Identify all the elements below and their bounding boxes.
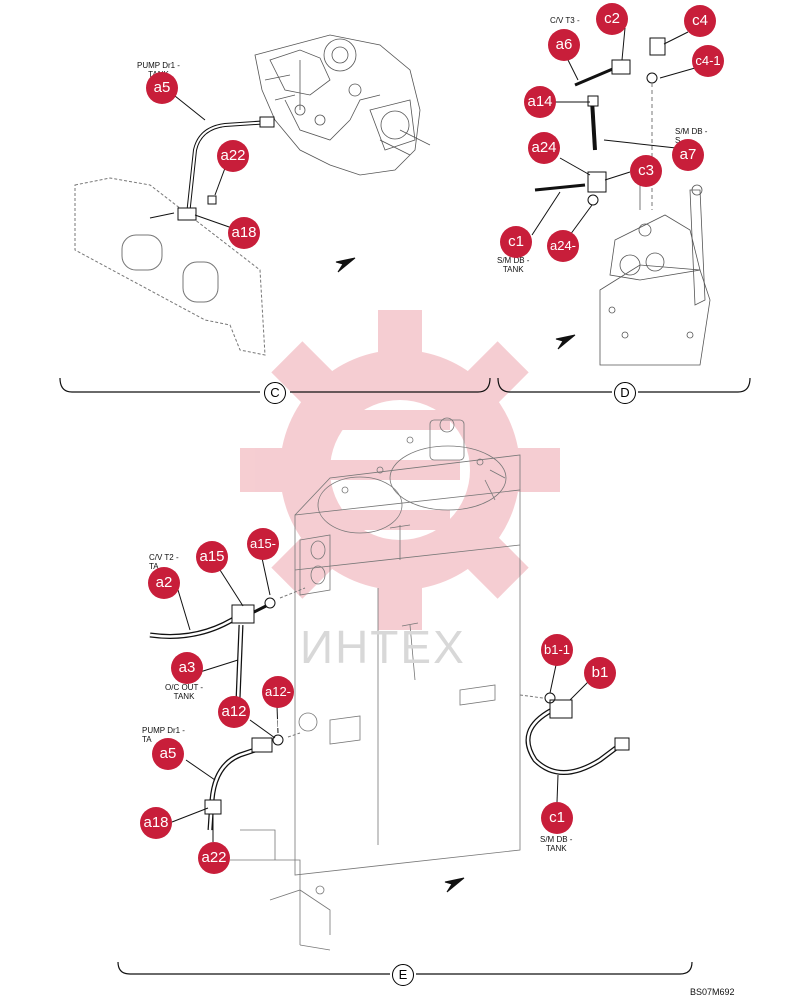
callout-a22-c: a22 (217, 140, 249, 172)
callout-a18-c: a18 (228, 217, 260, 249)
callout-a12: a12 (218, 696, 250, 728)
label-oc-out-tank: O/C OUT -TANK (165, 683, 204, 701)
section-c-drawing (74, 34, 431, 356)
section-marker-d: D (614, 382, 636, 404)
label-sm-db-tank-e: S/M DB -TANK (540, 835, 573, 853)
callout-c1-d: c1 (500, 226, 532, 258)
callout-a15: a15 (196, 541, 228, 573)
label-cv-t2-tank: C/V T2 -TA (149, 553, 179, 571)
callout-a5-c: a5 (146, 72, 178, 104)
callout-a3: a3 (171, 652, 203, 684)
callout-a12-1: a12-1 (262, 676, 294, 731)
label-pump-dr1-tank-e: PUMP Dr1 -TA (142, 726, 185, 744)
callout-b1-1: b1-1 (541, 634, 573, 666)
callout-a7: a7 (672, 139, 704, 171)
callout-a6: a6 (548, 29, 580, 61)
drawing-code: BS07M692 (690, 987, 735, 997)
callout-a18-e: a18 (140, 807, 172, 839)
callout-c1-e: c1 (541, 802, 573, 834)
label-sm-db-top: S/M DB -S (675, 127, 708, 145)
label-cv-t3: C/V T3 - (550, 16, 580, 25)
callout-a24-1: a24-1 (547, 230, 579, 285)
callout-c3: c3 (630, 155, 662, 187)
section-e-drawing (149, 417, 630, 951)
callout-a2: a2 (148, 567, 180, 599)
callout-a5-e: a5 (152, 738, 184, 770)
watermark-text: ИНТЕХ (300, 621, 466, 673)
section-d-drawing (531, 27, 711, 366)
callout-b1: b1 (584, 657, 616, 689)
callout-c2: c2 (596, 3, 628, 35)
section-marker-c: C (264, 382, 286, 404)
callout-a15-1: a15-1 (247, 528, 279, 583)
callout-c4: c4 (684, 5, 716, 37)
callout-a24: a24 (528, 132, 560, 164)
section-marker-e: E (392, 964, 414, 986)
callout-a22-e: a22 (198, 842, 230, 874)
callout-a14: a14 (524, 86, 556, 118)
label-sm-db-tank-d: S/M DB -TANK (497, 256, 530, 274)
callout-c4-1: c4-1 (692, 45, 724, 77)
